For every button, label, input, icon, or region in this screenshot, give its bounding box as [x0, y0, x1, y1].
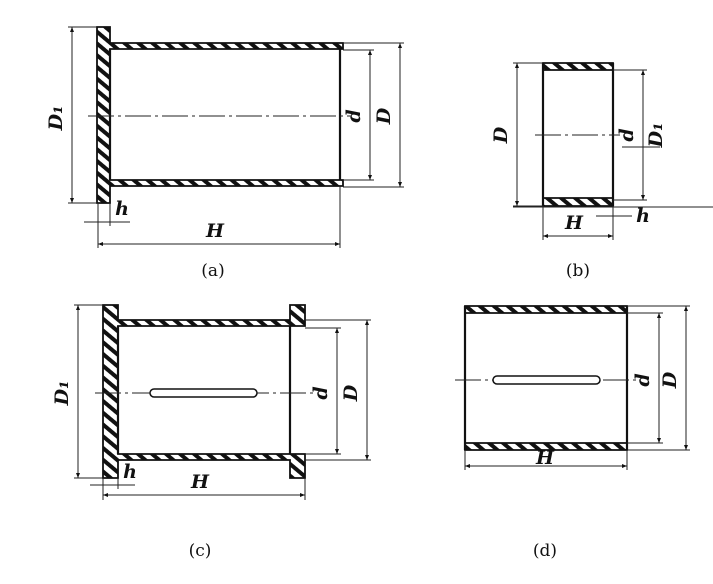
dim-H: H — [535, 447, 555, 469]
dim-H: H — [205, 220, 225, 242]
dim-D1: D₁ — [51, 381, 73, 407]
dim-d: d — [343, 109, 365, 122]
figure-a: D₁ d D H h (a) — [45, 26, 404, 281]
bushing-wall-top-d — [464, 305, 628, 314]
dim-D1: D₁ — [645, 123, 667, 149]
figure-b: D d D₁ H h (b) — [490, 62, 713, 281]
oil-groove — [492, 375, 601, 385]
oil-groove — [149, 388, 258, 398]
dim-h: h — [636, 205, 650, 227]
dim-h: h — [115, 198, 129, 220]
dim-D: D — [490, 126, 512, 144]
dim-D: D — [373, 107, 395, 125]
caption-d: (d) — [533, 541, 557, 561]
dim-d: d — [310, 386, 332, 399]
caption-a: (a) — [201, 261, 224, 281]
dim-D1: D₁ — [45, 106, 67, 132]
dim-D: D — [659, 371, 681, 389]
dim-d: d — [616, 128, 638, 141]
dim-d: d — [632, 373, 654, 386]
dim-h: h — [123, 461, 137, 483]
bushing-wall-bottom-b — [542, 197, 614, 207]
dim-D: D — [340, 384, 362, 402]
bushing-wall-top-b — [542, 62, 614, 71]
bushing-section-a — [96, 26, 344, 204]
caption-c: (c) — [189, 541, 212, 561]
dim-H: H — [564, 212, 584, 234]
figure-d: d D H (d) — [455, 305, 690, 561]
figure-c: D₁ d D H h (c) — [51, 304, 371, 561]
caption-b: (b) — [566, 261, 590, 281]
dim-H: H — [190, 471, 210, 493]
